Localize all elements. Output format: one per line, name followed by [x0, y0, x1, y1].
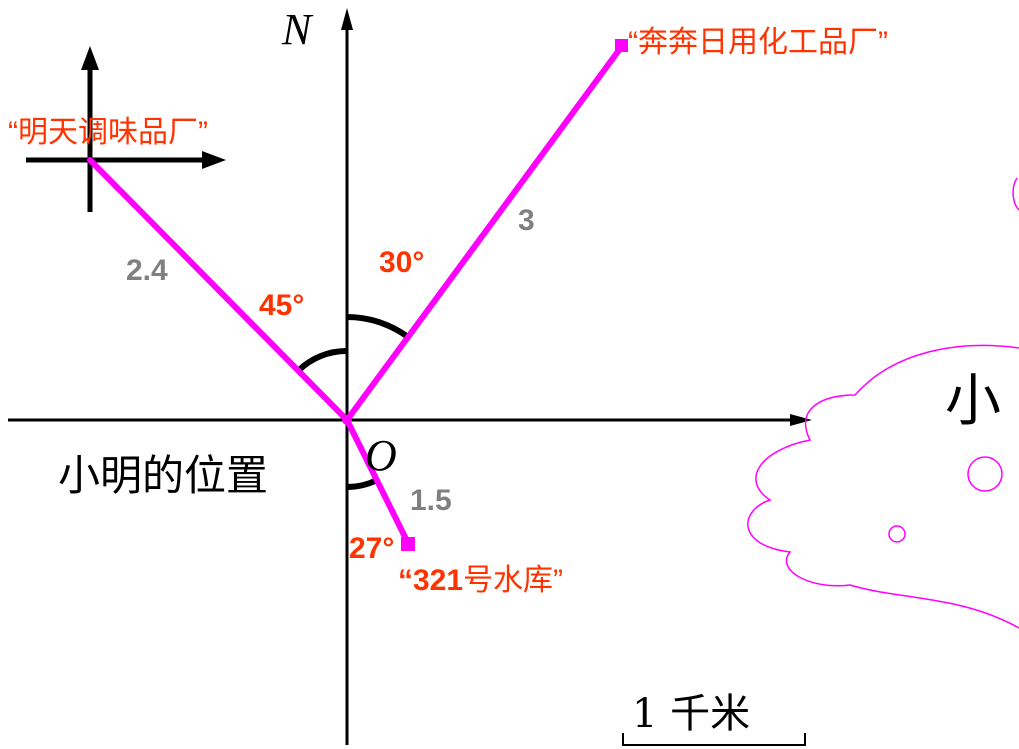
angle-label-east-factory: 30° [379, 246, 424, 279]
thought-cloud: 小 [747, 177, 1019, 629]
origin-label: O [365, 431, 397, 480]
east-factory-name: “奔奔日用化工品厂” [628, 26, 888, 59]
scale-bar: 1 千米 [622, 691, 806, 746]
east-arrow-icon [790, 414, 812, 426]
angle-label-reservoir: 27° [349, 532, 394, 565]
reservoir-name-suffix: 号水库” [463, 564, 563, 597]
west-factory-name: “明天调味品厂” [8, 116, 208, 149]
compass-icon [26, 46, 226, 212]
north-arrow-icon [341, 8, 353, 30]
route-lines [87, 43, 625, 546]
distance-label-east-factory: 3 [518, 204, 535, 237]
distance-label-west-factory: 2.4 [126, 254, 168, 287]
endpoint-east-factory [615, 39, 628, 52]
route-reservoir [344, 417, 411, 546]
distance-label-reservoir: 1.5 [410, 484, 452, 517]
origin-caption: 小明的位置 [58, 451, 268, 500]
reservoir-name-number: 321 [413, 564, 463, 597]
angle-label-west-factory: 45° [259, 289, 304, 322]
origin-point [342, 415, 352, 425]
endpoint-reservoir [401, 537, 415, 551]
route-west-factory [87, 157, 350, 423]
north-label: N [281, 5, 314, 54]
angle-arc-30 [346, 314, 410, 340]
coordinate-axes [8, 8, 812, 745]
scale-label: 1 千米 [632, 691, 750, 737]
reservoir-name-prefix: “ [398, 564, 413, 597]
angle-arc-27 [346, 477, 379, 491]
route-east-factory [344, 43, 625, 423]
angle-arc-45 [295, 347, 348, 374]
reservoir-name: “321号水库” [398, 564, 563, 597]
cloud-text: 小 [945, 369, 1001, 434]
